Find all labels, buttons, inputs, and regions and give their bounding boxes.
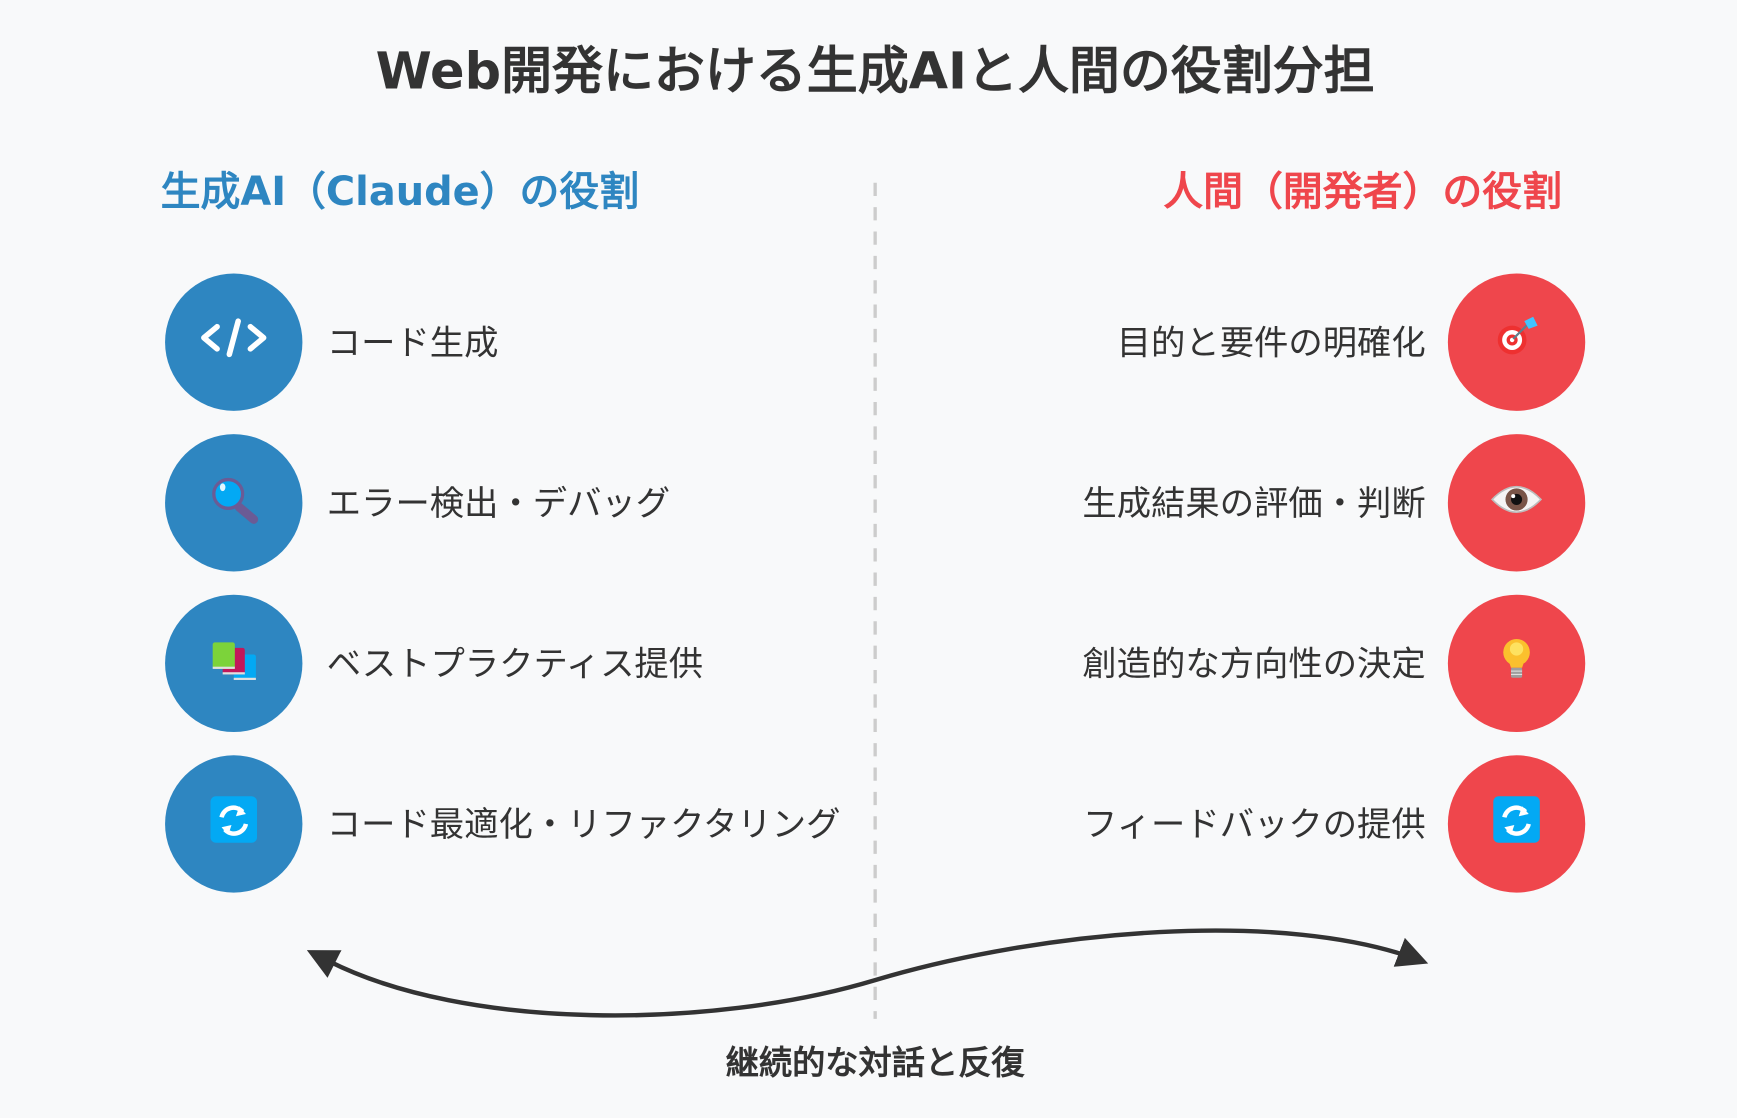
code-icon xyxy=(201,318,267,358)
human-item: 創造的な方向性の決定 xyxy=(1082,594,1586,733)
human-item-label: 創造的な方向性の決定 xyxy=(1082,645,1425,685)
human-item-label: 生成結果の評価・判断 xyxy=(1082,484,1425,524)
ai-item: コード生成 xyxy=(165,273,499,411)
human-item-label: フィードバックの提供 xyxy=(1083,805,1426,845)
bidirectional-arrow xyxy=(306,928,1429,1018)
human-column-heading: 人間（開発者）の役割 xyxy=(1163,169,1562,215)
ai-item: コード最適化・リファクタリング xyxy=(165,755,841,893)
refresh-icon xyxy=(1493,796,1540,843)
target-icon xyxy=(1497,316,1538,355)
human-item: 目的と要件の明確化 xyxy=(1117,273,1586,411)
ai-item-label: コード生成 xyxy=(327,323,499,363)
human-item-label: 目的と要件の明確化 xyxy=(1117,323,1426,363)
ai-column-heading: 生成AI（Claude）の役割 xyxy=(161,169,640,215)
human-item: 生成結果の評価・判断 xyxy=(1082,434,1586,572)
books-icon xyxy=(212,642,256,680)
ai-item: ベストプラクティス提供 xyxy=(165,594,703,733)
ai-item-label: エラー検出・デバッグ xyxy=(327,484,670,524)
ai-item-label: ベストプラクティス提供 xyxy=(327,645,703,685)
ai-item-label: コード最適化・リファクタリング xyxy=(327,805,841,845)
eye-icon xyxy=(1491,485,1543,514)
ai-item: エラー検出・デバッグ xyxy=(165,434,670,572)
magnifier-icon xyxy=(212,477,259,524)
human-item: フィードバックの提供 xyxy=(1083,755,1586,893)
diagram-title: Web開発における生成AIと人間の役割分担 xyxy=(376,43,1375,102)
iteration-label: 継続的な対話と反復 xyxy=(726,1043,1026,1082)
lightbulb-icon xyxy=(1503,639,1530,678)
refresh-icon xyxy=(210,796,258,843)
